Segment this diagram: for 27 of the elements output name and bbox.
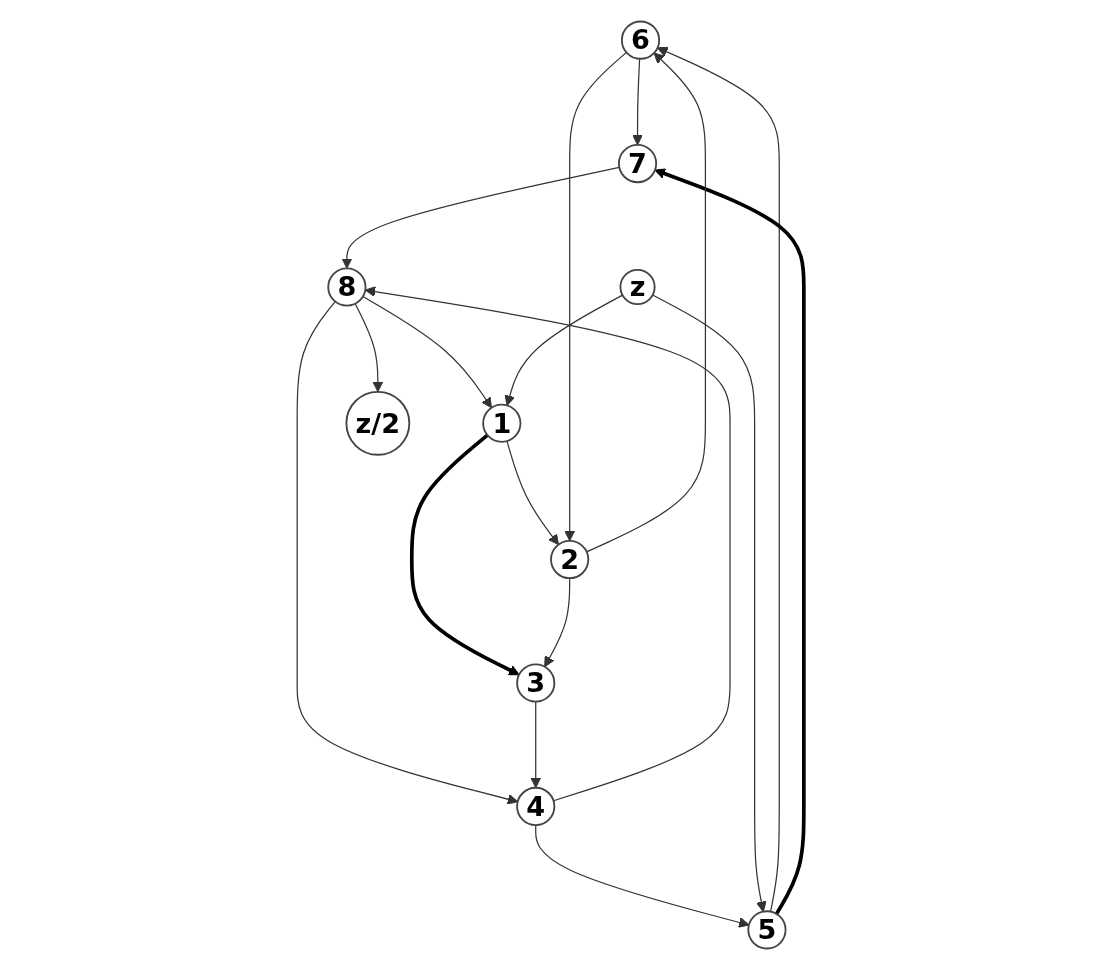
arrow	[657, 46, 780, 913]
node-circle: 1	[482, 403, 522, 443]
arrow	[586, 52, 707, 553]
node-circle: 5	[747, 910, 787, 950]
arrow	[296, 300, 519, 805]
arrow	[544, 577, 571, 668]
arrow	[530, 701, 542, 789]
arrow	[364, 286, 731, 802]
node-circle: 6	[620, 20, 661, 60]
arrow	[362, 295, 492, 409]
arrow	[341, 166, 620, 269]
node-circle: 2	[550, 539, 590, 580]
node-circle: 7	[617, 144, 658, 184]
node-circle: 3	[516, 663, 556, 703]
arrow	[632, 58, 643, 146]
node-circle: z/2	[345, 390, 411, 456]
arrow	[564, 51, 628, 542]
node-circle: 4	[516, 786, 556, 826]
arrow	[652, 294, 767, 913]
arrow	[354, 303, 384, 393]
node-circle: 8	[327, 267, 367, 307]
arrow	[506, 440, 559, 546]
arrow	[535, 824, 750, 928]
arrow	[504, 294, 624, 406]
arrow	[654, 168, 806, 915]
arrow	[409, 433, 520, 676]
node-circle: z	[619, 269, 656, 306]
